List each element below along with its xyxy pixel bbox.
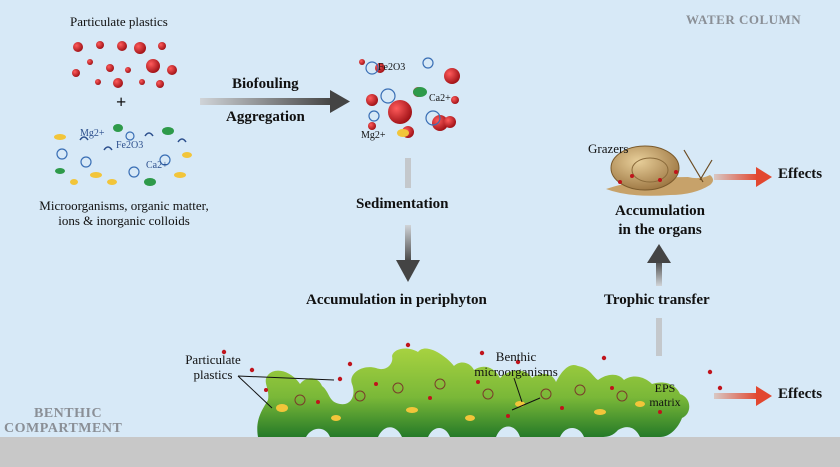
biofilm-mass — [257, 348, 690, 437]
plastic-particles-cluster — [72, 41, 177, 88]
particulate-plastics-title: Particulate plastics — [70, 14, 168, 29]
aggregate-ion-ca: Ca2+ — [429, 93, 451, 104]
caption-line1: Microorganisms, organic matter, — [39, 198, 209, 213]
effects-arrow-bottom — [714, 386, 772, 406]
benthic-label-line2: COMPARTMENT — [4, 421, 123, 436]
trophic-transfer-label: Trophic transfer — [604, 292, 710, 308]
sedimentation-arrow — [396, 158, 420, 282]
eps-matrix-line1: EPS — [654, 381, 676, 395]
periphyton-biofilm — [257, 348, 690, 437]
grazers-label: Grazers — [588, 141, 629, 156]
benthic-microorganisms-line1: Benthic — [495, 349, 537, 364]
biofilm-plastics-line2: plastics — [193, 367, 233, 382]
sediment-floor — [0, 437, 840, 467]
benthic-label-line1: BENTHIC — [34, 406, 103, 421]
grazer-snail — [606, 145, 713, 196]
effects-label-top: Effects — [778, 166, 823, 182]
floating-plastic-dots — [221, 342, 723, 391]
biofouling-label: Biofouling — [232, 76, 299, 92]
sedimentation-label: Sedimentation — [356, 196, 449, 212]
ion-label-ca: Ca2+ — [146, 160, 168, 171]
aggregation-label: Aggregation — [226, 109, 305, 125]
benthic-microorganisms-line2: microorganisms — [474, 364, 558, 379]
leader-lines — [237, 375, 541, 411]
ion-label-mg: Mg2+ — [80, 128, 105, 139]
biofilm-plastics-line1: Particulate — [185, 352, 241, 367]
accumulation-organs-line2: in the organs — [618, 222, 702, 238]
accumulation-organs-line1: Accumulation — [615, 203, 705, 219]
plus-sign: + — [116, 92, 127, 112]
ion-label-fe: Fe2O3 — [116, 140, 144, 151]
effects-label-bottom: Effects — [778, 386, 823, 402]
trophic-transfer-arrow — [647, 244, 671, 356]
biofouling-arrow — [200, 90, 350, 113]
water-column-label: WATER COLUMN — [686, 12, 802, 27]
aggregate-ion-fe: Fe2O3 — [378, 62, 406, 73]
aggregates-cluster — [359, 57, 460, 138]
effects-arrow-top — [714, 167, 772, 187]
accumulation-periphyton-label: Accumulation in periphyton — [306, 292, 487, 308]
eps-matrix-line2: matrix — [649, 395, 681, 409]
caption-line2: ions & inorganic colloids — [58, 213, 190, 228]
microorganisms-cluster — [54, 124, 192, 186]
aggregate-ion-mg: Mg2+ — [361, 130, 386, 141]
